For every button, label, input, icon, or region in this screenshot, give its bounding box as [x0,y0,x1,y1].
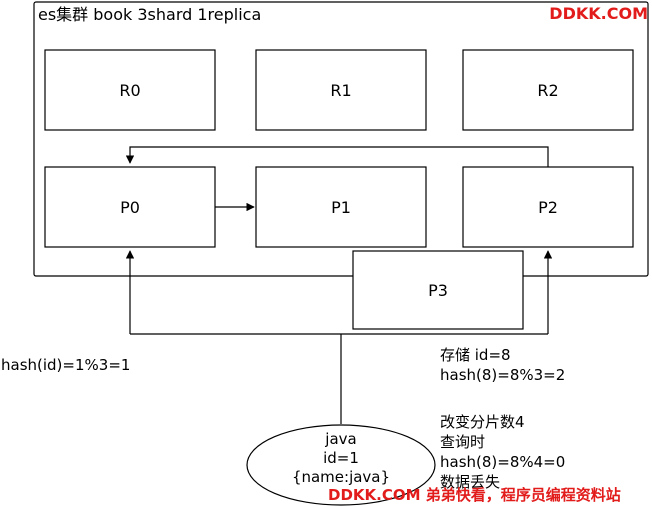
primary-p1-label: P1 [331,197,351,217]
watermark-top: DDKK.COM [549,4,648,23]
replica-r1-label: R1 [330,80,352,100]
primary-shard-p2 [462,166,634,248]
change-note: 改变分片数4 查询时 hash(8)=8%4=0 数据丢失 [440,412,565,492]
change-note-line-2: 查询时 [440,433,486,451]
replica-r2-label: R2 [537,80,559,100]
store-note: 存储 id=8 hash(8)=8%3=2 [440,345,565,385]
primary-p3-label: P3 [428,280,448,300]
primary-shard-p3 [352,250,524,330]
route-formula: hash(id)=1%3=1 [1,356,131,374]
watermark-bottom: DDKK.COM 弟弟快看，程序员编程资料站 [328,486,621,504]
cluster-title: es集群 book 3shard 1replica [38,5,262,24]
store-note-line-1: 存储 id=8 [440,346,511,364]
primary-shard-p0 [44,166,216,248]
store-note-line-2: hash(8)=8%3=2 [440,366,566,384]
replica-shard-r0 [44,49,216,131]
cluster-border [33,1,649,277]
java-client-label: java id=1 {name:java} [250,430,432,487]
java-client-node [246,424,436,506]
java-client-line-2: id=1 [323,449,359,467]
java-client-line-1: java [325,430,357,448]
primary-shard-p1 [255,166,427,248]
replica-shard-r2 [462,49,634,131]
change-note-line-4: 数据丢失 [440,473,501,491]
change-note-line-1: 改变分片数4 [440,413,525,431]
primary-p2-label: P2 [538,197,558,217]
p2-to-p0-arrow [125,146,549,167]
change-note-line-3: hash(8)=8%4=0 [440,453,566,471]
primary-p0-label: P0 [120,197,140,217]
java-client-line-3: {name:java} [291,468,391,486]
replica-r0-label: R0 [119,80,141,100]
replica-shard-r1 [255,49,427,131]
